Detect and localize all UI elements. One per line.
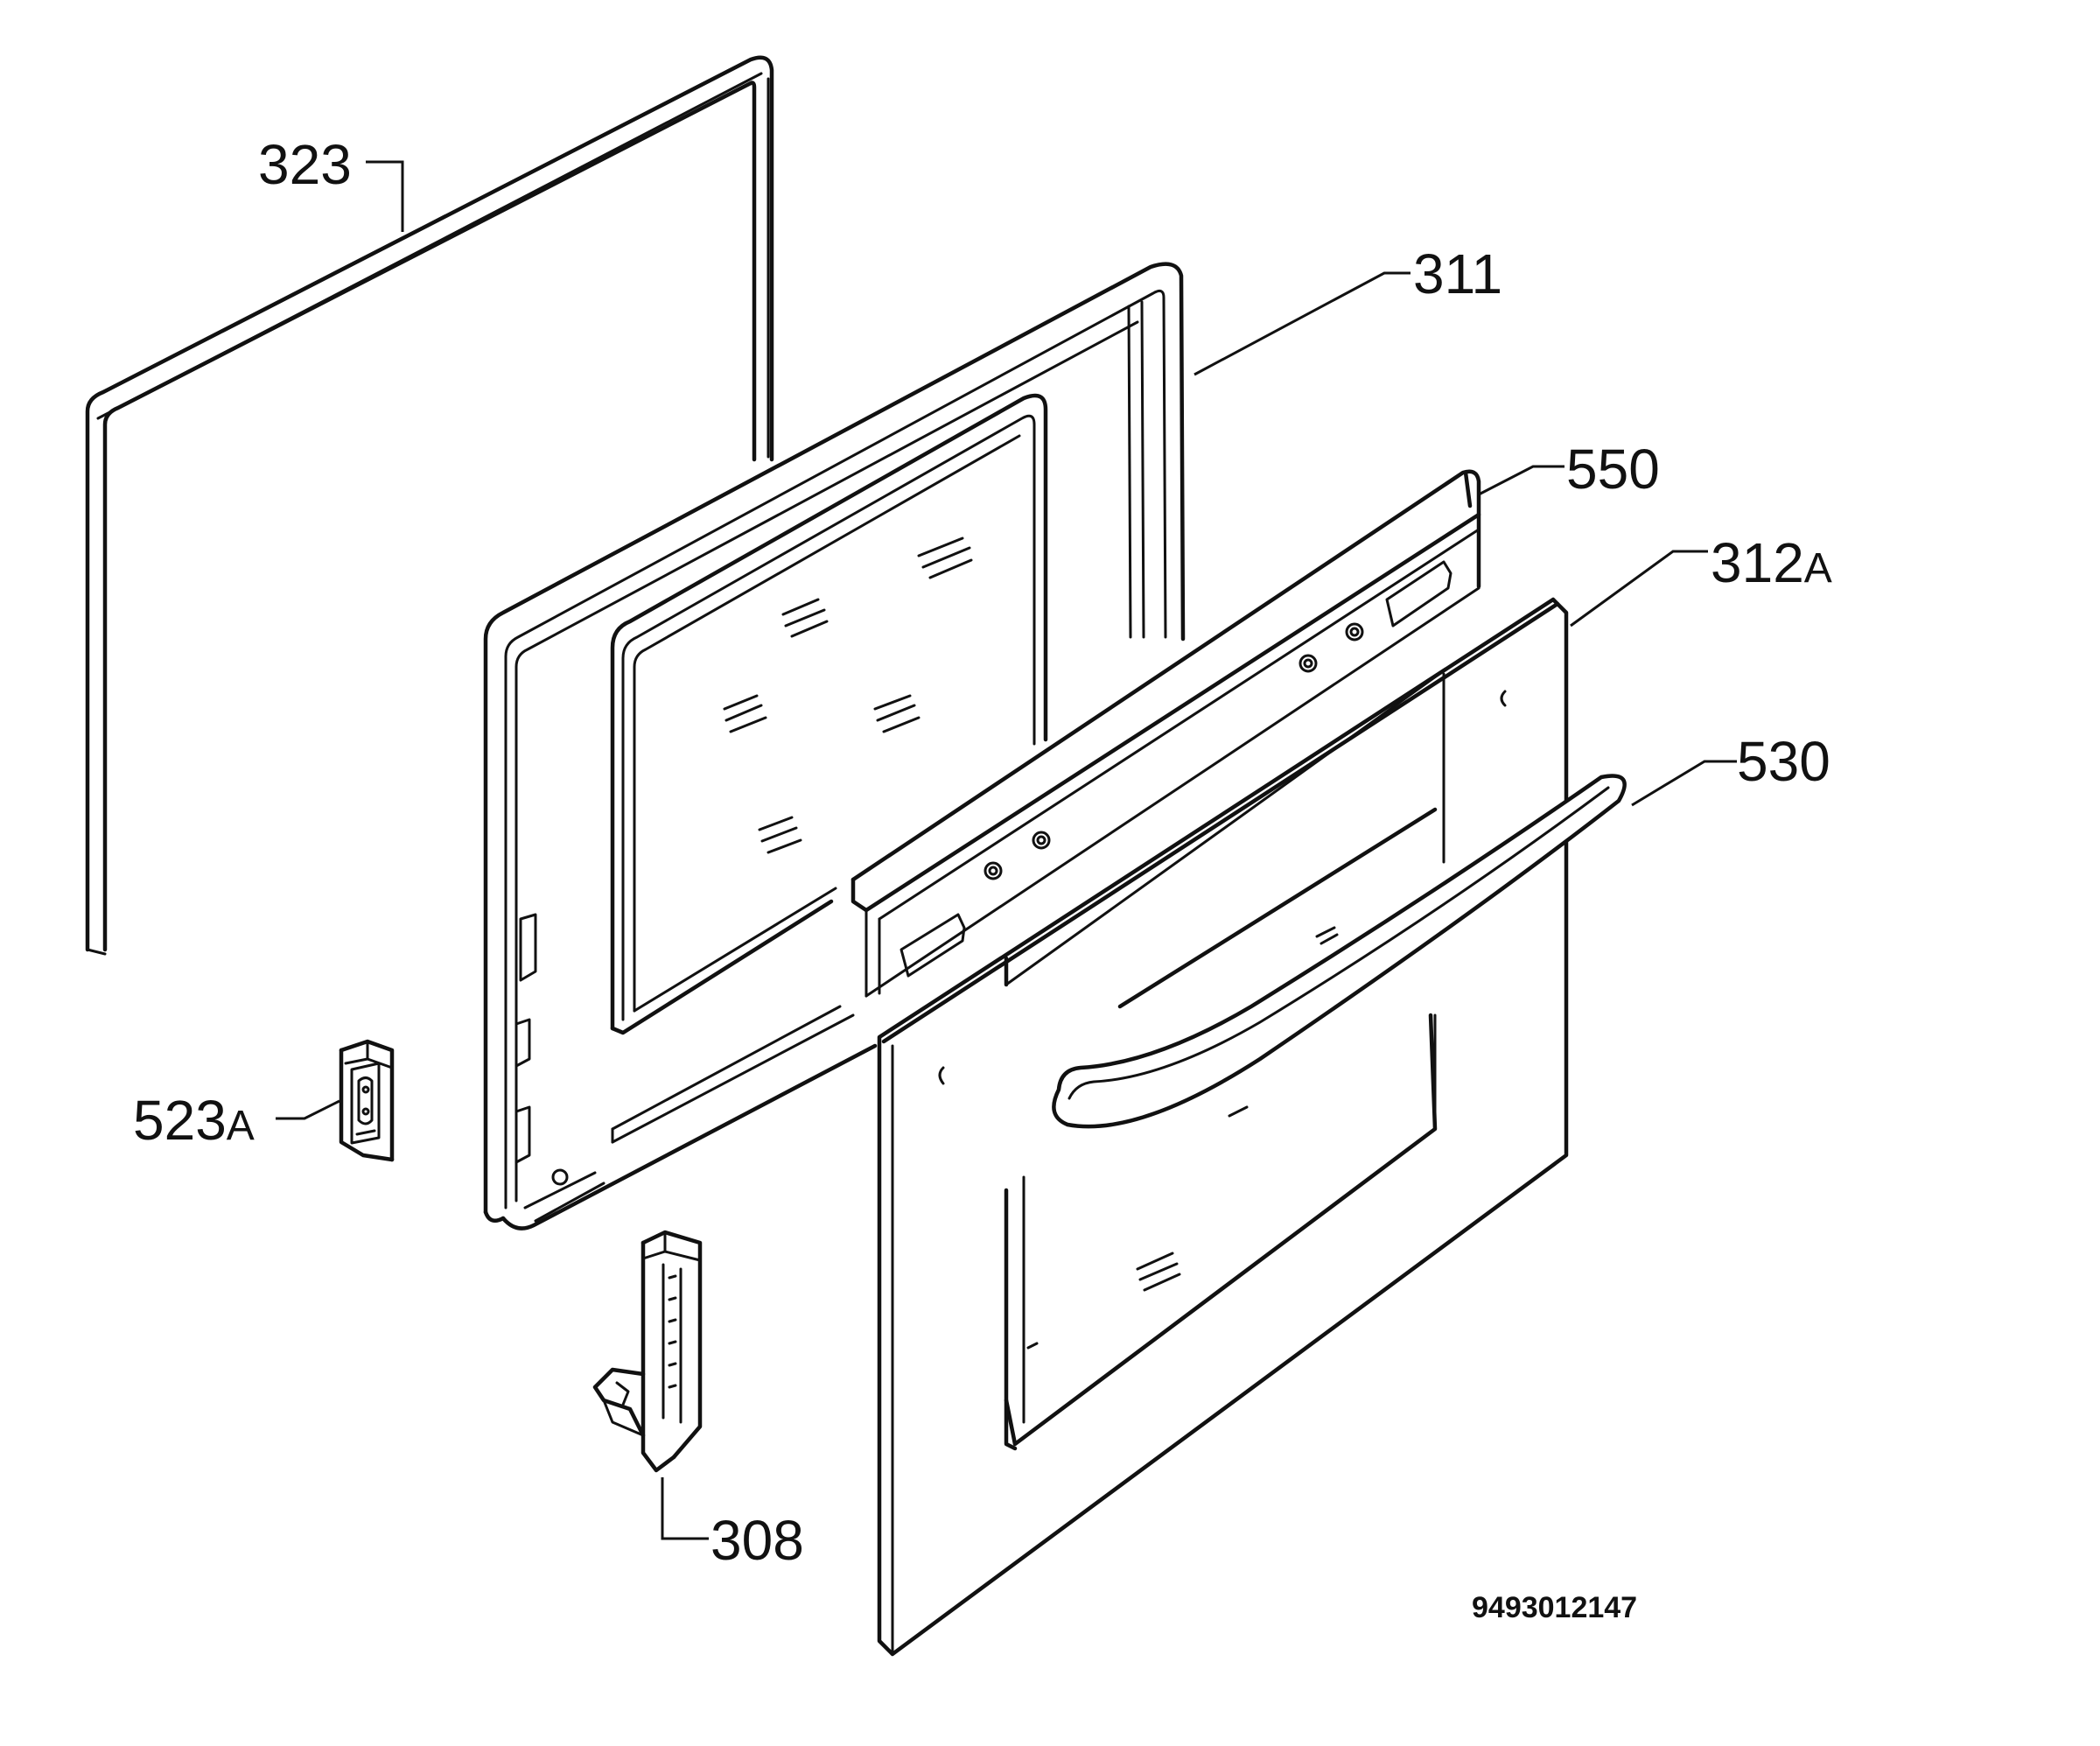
callout-308: 308 xyxy=(710,1509,804,1572)
hinge-part xyxy=(592,1230,703,1473)
door-seal-part xyxy=(85,55,774,956)
callout-312a: 312A xyxy=(1711,531,1832,594)
callout-labels: 323 311 550 312A 530 523A 308 xyxy=(133,133,1832,1572)
callout-523a: 523A xyxy=(133,1089,255,1152)
door-catch-part xyxy=(339,1039,395,1162)
top-trim-profile-part xyxy=(850,469,1481,998)
outer-door-glass-part xyxy=(877,597,1569,1657)
inner-door-frame-part xyxy=(483,262,1186,1231)
door-handle-part xyxy=(1052,774,1627,1129)
document-code: 9493012147 xyxy=(1472,1591,1637,1624)
callout-323: 323 xyxy=(258,133,352,196)
callout-leaders xyxy=(276,160,1737,1540)
callout-550: 550 xyxy=(1566,438,1660,501)
callout-311: 311 xyxy=(1413,242,1502,305)
callout-530: 530 xyxy=(1737,730,1830,793)
